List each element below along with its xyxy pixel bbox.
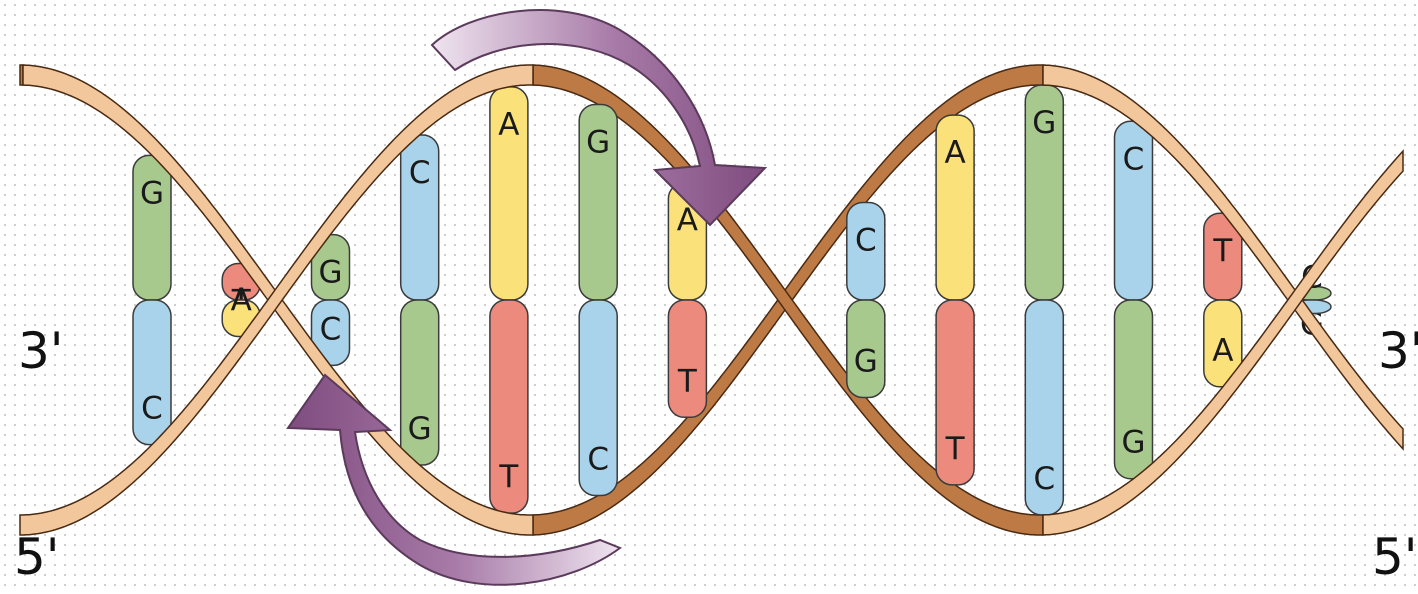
- base-pair: GC: [1025, 85, 1063, 515]
- base-letter: G: [318, 255, 342, 291]
- base-letter: G: [140, 175, 164, 211]
- base-letter: A: [231, 283, 252, 319]
- base-letter: A: [944, 135, 965, 171]
- base-pair: CG: [401, 135, 439, 465]
- base-pair: GC: [312, 235, 350, 366]
- strand-end-label-3prime-right: 3': [1378, 326, 1418, 376]
- base-pair: AT: [936, 115, 974, 485]
- base-pair: AT: [668, 183, 706, 418]
- strand-end-label-3prime-left: 3': [18, 326, 64, 376]
- base-letter: G: [586, 125, 610, 161]
- base-letter: T: [945, 431, 966, 467]
- base-pair: CG: [1115, 121, 1153, 478]
- base-pair: GC: [579, 105, 617, 496]
- nucleotide-base-bottom: [668, 300, 706, 417]
- backbone-strand-5to3: [20, 65, 533, 535]
- base-letter: C: [141, 391, 163, 427]
- base-letter: G: [854, 344, 878, 380]
- base-letter: C: [1123, 141, 1145, 177]
- base-letter: T: [498, 459, 519, 495]
- strand-end-label-5prime-right: 5': [1372, 532, 1418, 582]
- base-letter: T: [1212, 233, 1233, 269]
- base-pair: CG: [847, 203, 885, 398]
- base-letter: C: [409, 155, 431, 191]
- twist-arrow-icon: [288, 375, 620, 585]
- base-letter: C: [320, 311, 342, 347]
- base-letter: A: [1212, 333, 1233, 369]
- base-pair: AT: [490, 87, 528, 513]
- base-pair: GC: [133, 155, 171, 444]
- base-letter: A: [498, 107, 519, 143]
- base-letter: C: [1033, 461, 1055, 497]
- base-letter: C: [587, 442, 609, 478]
- base-letter: C: [855, 223, 877, 259]
- base-pair: TA: [1204, 213, 1242, 387]
- base-letter: G: [1121, 425, 1145, 461]
- strand-end-label-5prime-left: 5': [14, 532, 60, 582]
- base-letter: T: [677, 363, 698, 399]
- base-letter: G: [1032, 105, 1056, 141]
- base-letter: G: [408, 411, 432, 447]
